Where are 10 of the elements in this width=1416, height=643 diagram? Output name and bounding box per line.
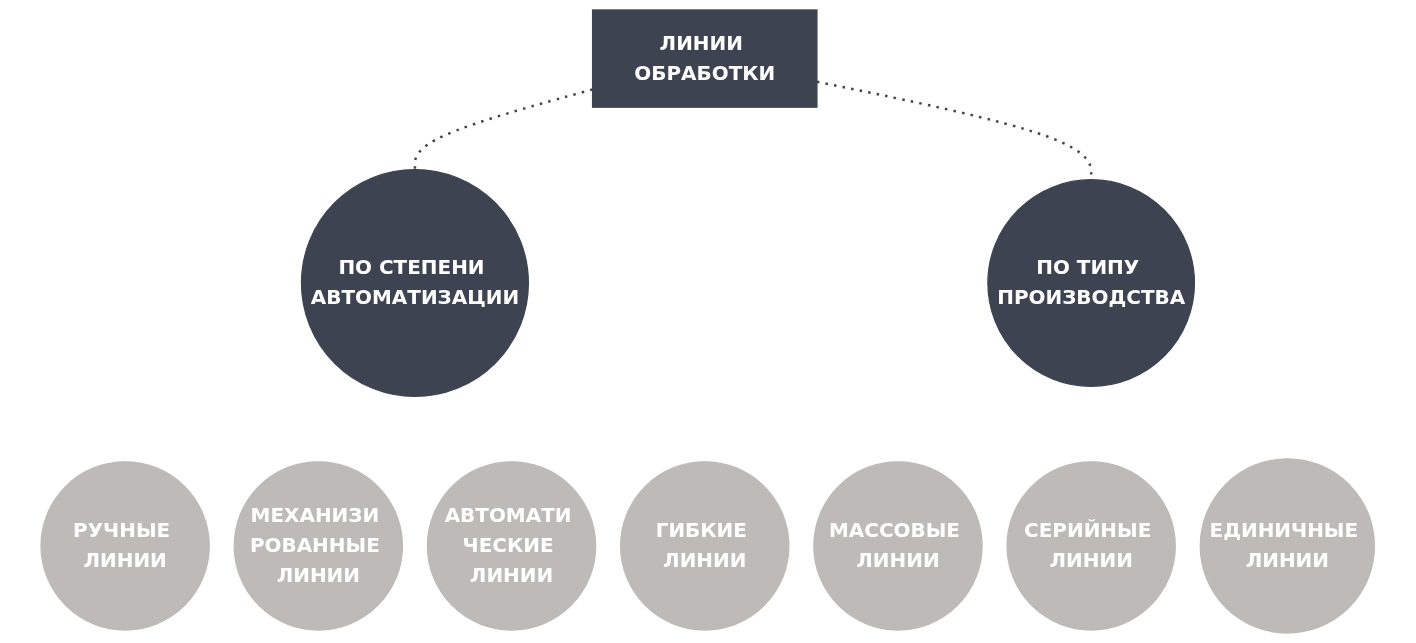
- node-circle: ПО СТЕПЕНИ АВТОМАТИЗАЦИИ: [301, 168, 530, 398]
- node-circle: ЕДИНИЧНЫЕ ЛИНИИ: [1199, 458, 1376, 634]
- node-circle: МЕХАНИЗИ РОВАННЫЕ ЛИНИИ: [233, 461, 404, 631]
- node-circle: АВТОМАТИ ЧЕСКИЕ ЛИНИИ: [427, 461, 597, 631]
- node-circle: ПО ТИПУ ПРОИЗВОДСТВА: [987, 179, 1196, 387]
- node-box: ЛИНИИ ОБРАБОТКИ: [592, 9, 818, 108]
- node-circle: СЕРИЙНЫЕ ЛИНИИ: [1006, 461, 1177, 631]
- node-circle: ГИБКИЕ ЛИНИИ: [620, 461, 790, 631]
- node-circle: МАССОВЫЕ ЛИНИИ: [813, 461, 983, 631]
- node-circle: РУЧНЫЕ ЛИНИИ: [40, 461, 211, 631]
